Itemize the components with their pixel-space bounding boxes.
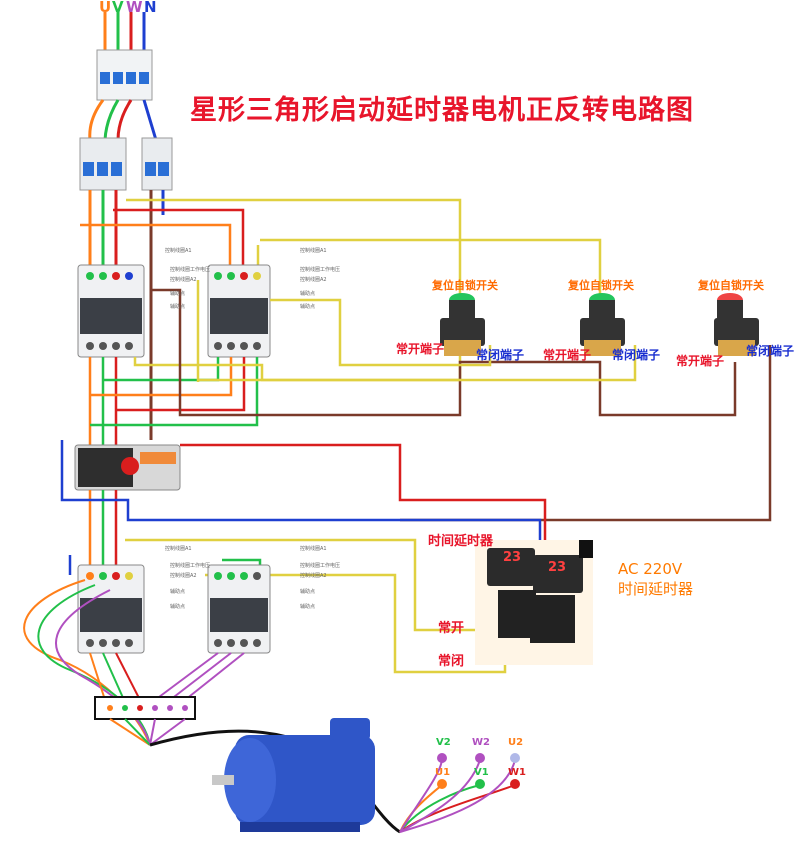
motor <box>212 718 375 832</box>
km4-pin-label-voltage: 控制线圈工作电压 <box>300 563 341 569</box>
km1-pin-label-aux1: 辅助点 <box>170 291 186 297</box>
km3-pin-label-aux1: 辅助点 <box>170 589 186 595</box>
timer-relay <box>475 540 593 665</box>
contactor-km3 <box>77 564 145 654</box>
terminal-label-v2: V2 <box>436 737 451 748</box>
supply-label-v: V <box>112 0 124 16</box>
timer-nc-contact-label: 常闭 <box>438 654 465 669</box>
km4-pin-label-a1: 控制线圈A1 <box>300 546 327 552</box>
button-3-nc-label: 常闭端子 <box>746 344 795 358</box>
contactor-km4 <box>207 564 271 654</box>
terminal-label-u2: U2 <box>508 737 524 748</box>
km1-pin-label-a1: 控制线圈A1 <box>165 248 192 254</box>
motor-terminal-points <box>437 753 520 789</box>
timer-supply-caption: 时间延时器 <box>618 580 694 598</box>
km2-pin-label-a2: 控制线圈A2 <box>300 277 327 283</box>
diagram-title: 星形三角形启动延时器电机正反转电路图 <box>190 95 694 126</box>
km2-pin-label-aux2: 辅助点 <box>300 304 316 310</box>
push-button-1 <box>440 293 485 356</box>
km4-pin-label-aux1: 辅助点 <box>300 589 316 595</box>
supply-label-w: W <box>126 0 143 16</box>
km2-pin-label-a1: 控制线圈A1 <box>300 248 327 254</box>
km2-pin-label-voltage: 控制线圈工作电压 <box>300 267 341 273</box>
km4-pin-label-a2: 控制线圈A2 <box>300 573 327 579</box>
km3-pin-label-voltage: 控制线圈工作电压 <box>170 563 211 569</box>
timer-supply-label: AC 220V <box>618 560 683 578</box>
km2-pin-label-aux1: 辅助点 <box>300 291 316 297</box>
motor-terminal-block <box>94 696 196 720</box>
control-breaker <box>141 137 173 191</box>
km1-pin-label-a2: 控制线圈A2 <box>170 277 197 283</box>
km3-pin-label-a1: 控制线圈A1 <box>165 546 192 552</box>
supply-label-n: N <box>144 0 157 16</box>
button-1-no-label: 常开端子 <box>396 342 445 356</box>
button-3-no-label: 常开端子 <box>676 354 725 368</box>
km1-pin-label-aux2: 辅助点 <box>170 304 186 310</box>
contactor-km2 <box>207 264 271 358</box>
terminal-label-w1: W1 <box>508 767 526 778</box>
push-button-3 <box>714 293 759 356</box>
km3-pin-label-a2: 控制线圈A2 <box>170 573 197 579</box>
terminal-label-w2: W2 <box>472 737 490 748</box>
main-breaker <box>79 137 127 191</box>
rcd-breaker <box>96 49 153 101</box>
button-2-nc-label: 常闭端子 <box>612 348 661 362</box>
timer-label: 时间延时器 <box>428 534 494 549</box>
terminal-label-u1: U1 <box>435 767 451 778</box>
km1-pin-label-voltage: 控制线圈工作电压 <box>170 267 211 273</box>
button-1-title: 复位自锁开关 <box>432 279 498 292</box>
km4-pin-label-aux2: 辅助点 <box>300 604 316 610</box>
button-3-title: 复位自锁开关 <box>698 279 764 292</box>
contactor-km1 <box>77 264 145 358</box>
push-button-2 <box>580 293 625 356</box>
thermal-overload-relay <box>74 444 181 491</box>
km3-pin-label-aux2: 辅助点 <box>170 604 186 610</box>
button-1-nc-label: 常闭端子 <box>476 348 525 362</box>
terminal-label-v1: V1 <box>474 767 489 778</box>
timer-no-contact-label: 常开 <box>438 621 465 636</box>
supply-label-u: U <box>99 0 112 16</box>
button-2-title: 复位自锁开关 <box>568 279 634 292</box>
button-2-no-label: 常开端子 <box>543 348 592 362</box>
timer-display-1: 23 <box>503 550 522 565</box>
timer-display-2: 23 <box>548 560 567 575</box>
